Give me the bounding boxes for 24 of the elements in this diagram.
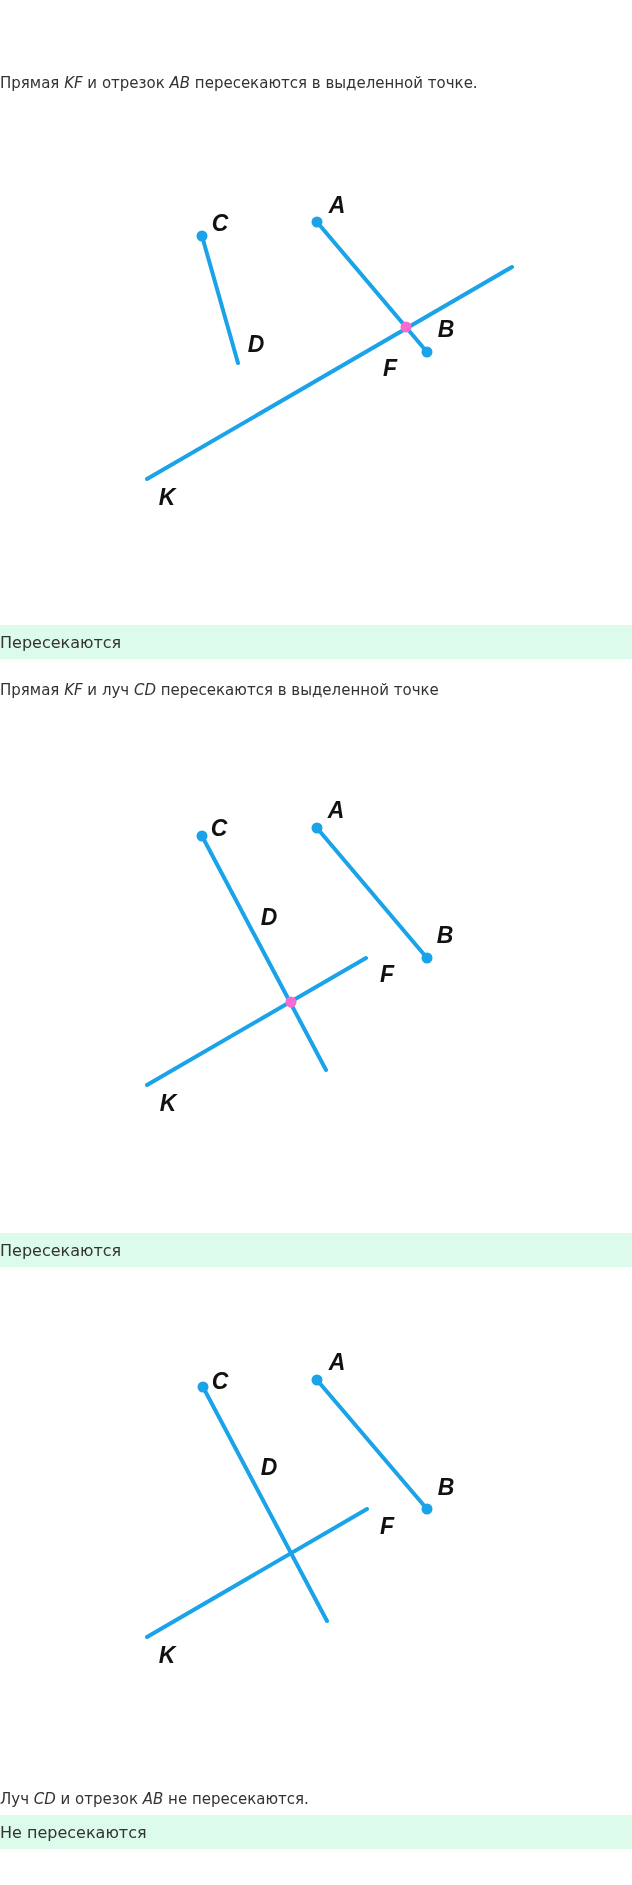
point-label: B: [437, 315, 455, 343]
point-label: C: [211, 209, 229, 237]
task-text: Прямая KF и отрезок AB пересекаются в выделенной точке.: [0, 74, 478, 92]
point-label: B: [437, 1473, 455, 1501]
point-label: D: [260, 903, 278, 931]
point-label: K: [158, 1641, 176, 1669]
point-label: K: [159, 1089, 177, 1117]
point-label: A: [328, 1348, 346, 1376]
point-label: C: [211, 1367, 229, 1395]
answer-bar: Не пересекаются: [0, 1815, 632, 1849]
task-text: Луч CD и отрезок AB не пересекаются.: [0, 1790, 309, 1808]
answer-bar: Пересекаются: [0, 625, 632, 659]
point-label: A: [328, 191, 346, 219]
point-label: F: [382, 354, 398, 382]
point-label: A: [327, 796, 345, 824]
point-label: F: [379, 1512, 395, 1540]
point-label: B: [436, 921, 454, 949]
answer-bar: Пересекаются: [0, 1233, 632, 1267]
point-label: D: [260, 1453, 278, 1481]
point-label: F: [379, 960, 395, 988]
point-label: K: [158, 483, 176, 511]
task-text: Прямая KF и луч CD пересекаются в выделенной точке: [0, 681, 439, 699]
point-label: C: [210, 814, 228, 842]
point-label: D: [247, 330, 265, 358]
